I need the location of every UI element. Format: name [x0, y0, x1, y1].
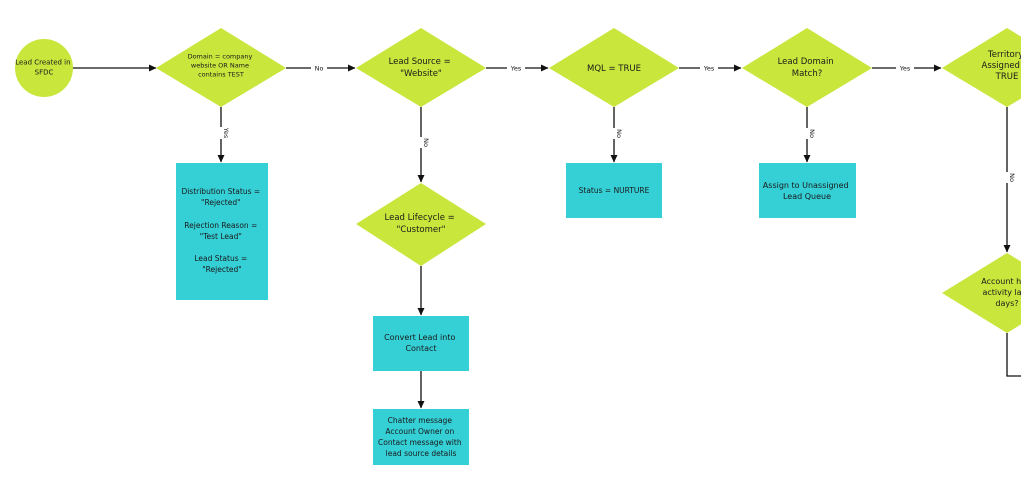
node-label: Lead Created in SFDC	[15, 59, 73, 77]
node-label: Chatter message Account Owner on Contact…	[378, 416, 464, 458]
decision-territory: Territory Assigned = TRUE	[942, 28, 1021, 107]
edge-label-match-no: No	[802, 128, 816, 139]
svg-text:No: No	[315, 65, 324, 73]
svg-text:No: No	[615, 129, 623, 138]
node-label: Lead Source = "Website"	[389, 57, 454, 79]
process-box-shape	[566, 163, 662, 218]
decision-diamond-shape	[742, 28, 872, 107]
svg-text:Yes: Yes	[222, 127, 230, 139]
decision-diamond-shape	[156, 28, 286, 107]
svg-text:Yes: Yes	[703, 65, 715, 73]
process-chatter: Chatter message Account Owner on Contact…	[373, 409, 469, 465]
node-label: Status = NURTURE	[579, 186, 650, 195]
edge-label-mql-no: No	[609, 128, 623, 139]
svg-text:Yes: Yes	[510, 65, 522, 73]
node-label: Lead Domain Match?	[778, 57, 837, 79]
decision-lead-lifecycle: Lead Lifecycle = "Customer"	[356, 183, 486, 266]
decision-domain-match: Lead Domain Match?	[742, 28, 872, 107]
start-circle-shape	[15, 39, 73, 97]
decision-diamond-shape	[356, 28, 486, 107]
node-label: MQL = TRUE	[587, 64, 641, 74]
decision-domain-test: Domain = company website OR Name contain…	[156, 28, 286, 107]
svg-text:Yes: Yes	[899, 65, 911, 73]
process-nurture: Status = NURTURE	[566, 163, 662, 218]
node-label: Domain = company website OR Name contain…	[188, 53, 255, 79]
decision-diamond-shape	[942, 253, 1021, 333]
edge-labels: No Yes Yes No Yes No Yes No	[216, 63, 1016, 183]
edge-label-mql-yes: Yes	[700, 63, 718, 73]
decision-account-activity: Account has activity last days?	[942, 253, 1021, 333]
node-start: Lead Created in SFDC	[15, 39, 73, 97]
node-label: Convert Lead into Contact	[384, 333, 458, 353]
decision-mql: MQL = TRUE	[549, 28, 679, 107]
node-label: Distribution Status = "Rejected" Rejecti…	[181, 187, 262, 274]
edge-activity-out	[1006, 333, 1021, 377]
edge-label-source-no: No	[416, 137, 430, 148]
decision-diamond-shape	[549, 28, 679, 107]
edge-label-source-yes: Yes	[507, 63, 525, 73]
process-box-shape	[373, 409, 469, 465]
edge-label-domain-no: No	[311, 63, 327, 73]
decision-diamond-shape	[356, 183, 486, 266]
process-rejected: Distribution Status = "Rejected" Rejecti…	[176, 163, 268, 300]
svg-text:No: No	[1008, 173, 1016, 182]
process-unassigned: Assign to Unassigned Lead Queue	[759, 163, 856, 218]
edge-label-domain-yes: Yes	[216, 127, 230, 139]
decision-lead-source: Lead Source = "Website"	[356, 28, 486, 107]
node-label: Lead Lifecycle = "Customer"	[385, 213, 458, 235]
process-box-shape	[373, 316, 469, 371]
edge-label-match-yes: Yes	[896, 63, 914, 73]
process-box-shape	[759, 163, 856, 218]
svg-text:No: No	[808, 129, 816, 138]
node-label: Territory Assigned = TRUE	[982, 50, 1021, 82]
node-label: Assign to Unassigned Lead Queue	[763, 181, 851, 201]
process-convert: Convert Lead into Contact	[373, 316, 469, 371]
edge-label-territory-no: No	[1002, 172, 1016, 183]
process-box-shape	[176, 163, 268, 300]
decision-diamond-shape	[942, 28, 1021, 107]
node-label: Account has activity last days?	[981, 277, 1021, 308]
svg-text:No: No	[422, 138, 430, 147]
